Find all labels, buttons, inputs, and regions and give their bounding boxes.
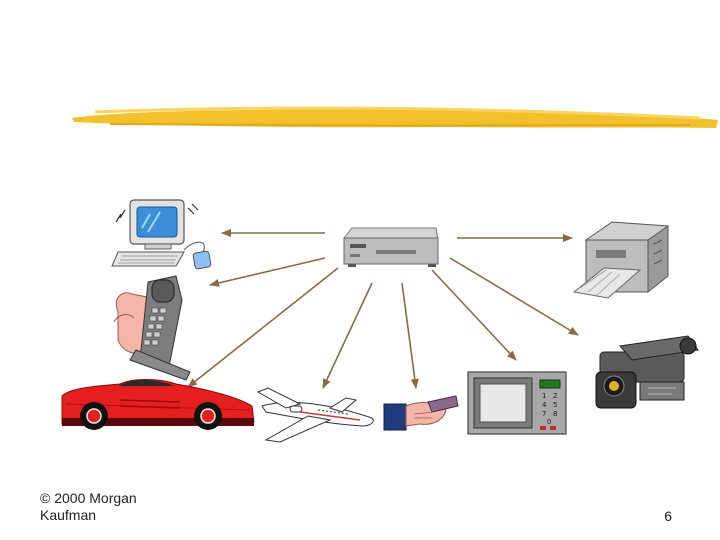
arrow-to-airplane: [322, 282, 373, 389]
camcorder-icon: [595, 335, 699, 409]
arrow-to-smart-card: [401, 282, 419, 389]
arrow-to-phone: [209, 257, 326, 287]
printer-icon: [572, 221, 669, 299]
connection-arrows: [187, 229, 579, 389]
arrow-to-car: [187, 267, 339, 388]
svg-text:8: 8: [553, 410, 557, 418]
svg-text:0: 0: [547, 418, 551, 426]
copyright-line-2: Kaufman: [40, 507, 97, 523]
copyright-line-1: © 2000 Morgan: [40, 490, 137, 506]
copyright-footer: © 2000 Morgan Kaufman: [40, 490, 137, 524]
svg-text:7: 7: [542, 410, 546, 418]
page-number: 6: [664, 508, 672, 524]
svg-text:5: 5: [553, 401, 557, 409]
arrow-to-microwave: [431, 269, 517, 361]
computer-icon: [111, 199, 212, 270]
embedded-processor-icon: [342, 227, 439, 267]
svg-text:1: 1: [542, 392, 546, 400]
smart-card-icon: [383, 395, 459, 431]
arrow-to-camcorder: [449, 257, 579, 336]
title-underline-bar: [72, 106, 718, 128]
svg-text:4: 4: [542, 401, 547, 409]
sports-car-icon: [61, 379, 255, 430]
cell-phone-icon: [113, 275, 191, 381]
svg-text:2: 2: [553, 392, 557, 400]
airplane-icon: [256, 387, 374, 443]
